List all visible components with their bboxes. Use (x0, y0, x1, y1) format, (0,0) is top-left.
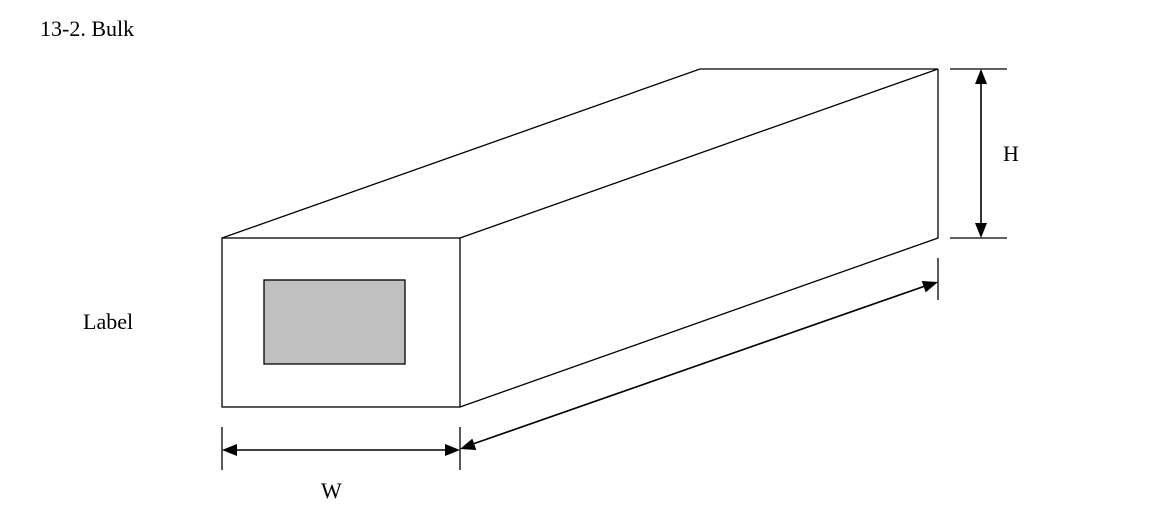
height-label: H (1003, 141, 1019, 166)
page-title: 13-2. Bulk (40, 16, 134, 41)
height-arrowhead-bottom (975, 223, 987, 238)
box-side-face (459, 69, 939, 408)
label-area (263, 279, 406, 365)
length-arrowhead-near (460, 438, 477, 450)
length-arrow-line (469, 284, 929, 446)
width-label: W (321, 478, 342, 503)
width-arrowhead-right (445, 444, 460, 456)
box-front-face (221, 237, 461, 408)
box-top-face (221, 68, 939, 239)
height-arrowhead-top (975, 69, 987, 84)
width-arrowhead-left (222, 444, 237, 456)
label-caption: Label (83, 309, 133, 334)
length-arrowhead-far (921, 281, 938, 293)
